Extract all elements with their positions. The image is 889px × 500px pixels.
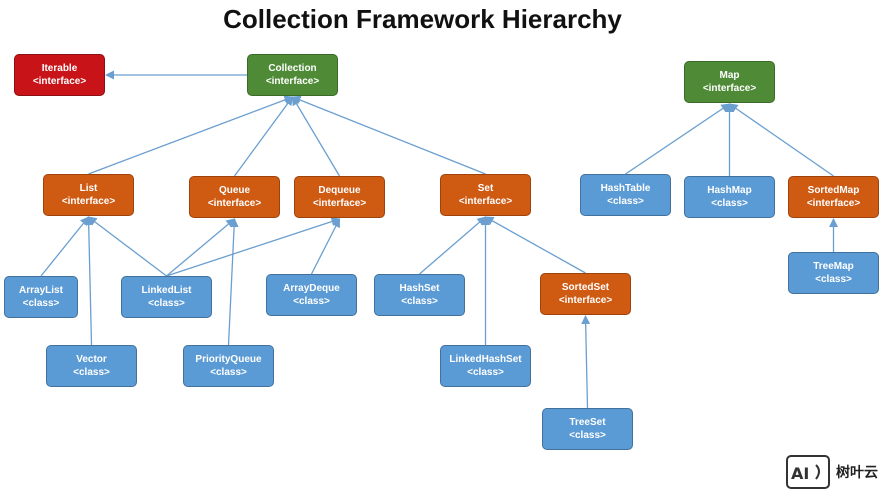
node-linkedhashset-type: <class> — [467, 367, 504, 378]
node-linkedhashset: LinkedHashSet <class> — [440, 345, 531, 387]
edge-set-to-collection — [291, 95, 486, 175]
node-sortedset-name: SortedSet — [561, 282, 610, 293]
node-iterable-type: <interface> — [32, 76, 87, 87]
node-treeset: TreeSet <class> — [542, 408, 633, 450]
node-sortedmap: SortedMap <interface> — [788, 176, 879, 218]
node-list-name: List — [79, 183, 98, 194]
node-hashtable-name: HashTable — [600, 183, 651, 194]
node-sortedset: SortedSet <interface> — [540, 273, 631, 315]
node-collection-type: <interface> — [265, 76, 320, 87]
node-vector-name: Vector — [76, 354, 107, 365]
node-hashset-type: <class> — [401, 296, 438, 307]
edge-sortedmap-to-map — [728, 103, 834, 177]
node-hashset: HashSet <class> — [374, 274, 465, 316]
node-arraydeque-name: ArrayDeque — [283, 283, 340, 294]
ai-logo-icon: AI — [786, 455, 830, 489]
node-sortedmap-name: SortedMap — [807, 185, 860, 196]
node-treeset-type: <class> — [569, 430, 606, 441]
node-linkedlist-name: LinkedList — [141, 285, 192, 296]
node-map-type: <interface> — [702, 83, 757, 94]
edge-arraydeque-to-dequeue — [310, 218, 341, 275]
node-linkedlist: LinkedList <class> — [121, 276, 212, 318]
node-linkedlist-type: <class> — [148, 298, 185, 309]
diagram-title: Collection Framework Hierarchy — [223, 4, 622, 34]
node-arraydeque: ArrayDeque <class> — [266, 274, 357, 316]
edge-hashset-to-set — [419, 216, 487, 275]
node-treeset-name: TreeSet — [569, 417, 606, 428]
node-arraydeque-type: <class> — [293, 296, 330, 307]
edge-linkedlist-to-list — [87, 216, 167, 277]
node-vector: Vector <class> — [46, 345, 137, 387]
node-set: Set <interface> — [440, 174, 531, 216]
node-priorityqueue-name: PriorityQueue — [195, 354, 262, 365]
node-priorityqueue-type: <class> — [210, 367, 247, 378]
watermark: AI 树叶云 — [786, 454, 886, 490]
node-dequeue-type: <interface> — [312, 198, 367, 209]
edge-priorityqueue-to-queue — [227, 218, 239, 346]
node-treemap: TreeMap <class> — [788, 252, 879, 294]
node-hashtable-type: <class> — [607, 196, 644, 207]
edge-treeset-to-sortedset — [581, 315, 591, 409]
node-iterable-name: Iterable — [41, 63, 78, 74]
node-vector-type: <class> — [73, 367, 110, 378]
ai-logo-text: AI — [791, 464, 809, 483]
node-arraylist-name: ArrayList — [19, 285, 63, 296]
edge-arraylist-to-list — [40, 216, 90, 277]
node-arraylist: ArrayList <class> — [4, 276, 78, 318]
node-collection: Collection <interface> — [247, 54, 338, 96]
node-priorityqueue: PriorityQueue <class> — [183, 345, 274, 387]
node-collection-name: Collection — [268, 63, 317, 74]
edge-hashtable-to-map — [625, 103, 731, 175]
node-dequeue-name: Dequeue — [318, 185, 361, 196]
node-treemap-name: TreeMap — [813, 261, 854, 272]
node-dequeue: Dequeue <interface> — [294, 176, 385, 218]
edge-vector-to-list — [84, 216, 94, 346]
node-sortedset-type: <interface> — [558, 295, 613, 306]
node-arraylist-type: <class> — [22, 298, 60, 309]
node-hashmap-name: HashMap — [707, 185, 752, 196]
edge-dequeue-to-collection — [291, 96, 341, 177]
node-hashmap: HashMap <class> — [684, 176, 775, 218]
edge-linkedlist-to-queue — [166, 218, 236, 277]
node-queue: Queue <interface> — [189, 176, 280, 218]
node-iterable: Iterable <interface> — [14, 54, 105, 96]
edge-sortedset-to-set — [484, 216, 586, 274]
node-map-name: Map — [719, 70, 740, 81]
node-treemap-type: <class> — [815, 274, 852, 285]
node-map: Map <interface> — [684, 61, 775, 103]
edge-list-to-collection — [88, 95, 294, 175]
watermark-text: 树叶云 — [836, 465, 878, 481]
node-queue-name: Queue — [218, 185, 251, 196]
edge-queue-to-collection — [233, 96, 294, 177]
node-set-name: Set — [477, 183, 494, 194]
node-list: List <interface> — [43, 174, 134, 216]
edge-linkedlist-to-dequeue — [166, 217, 341, 277]
node-list-type: <interface> — [61, 196, 116, 207]
node-sortedmap-type: <interface> — [806, 198, 861, 209]
node-hashmap-type: <class> — [711, 198, 748, 209]
node-linkedhashset-name: LinkedHashSet — [449, 354, 522, 365]
node-set-type: <interface> — [458, 196, 513, 207]
node-hashset-name: HashSet — [399, 283, 440, 294]
node-hashtable: HashTable <class> — [580, 174, 671, 216]
node-queue-type: <interface> — [207, 198, 262, 209]
